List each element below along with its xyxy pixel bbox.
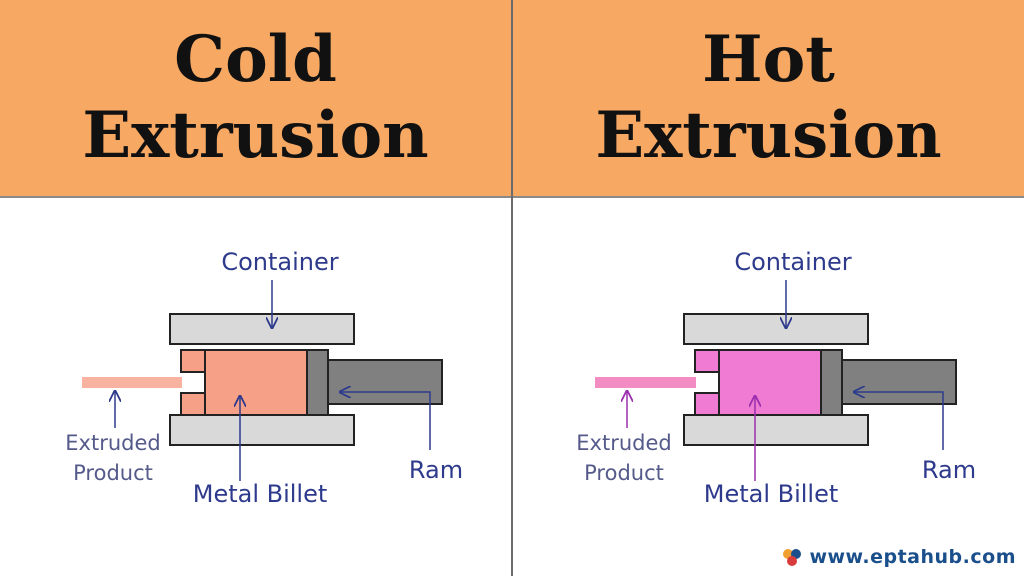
- watermark-text[interactable]: www.eptahub.com: [809, 546, 1016, 568]
- ram-head: [820, 349, 843, 416]
- hot-extrusion-header: Hot Extrusion: [513, 0, 1024, 198]
- metal-billet: [204, 349, 308, 416]
- cold-title-line2: Extrusion: [82, 98, 429, 173]
- ram-label: Ram: [922, 456, 976, 484]
- hot-title-line2: Extrusion: [595, 98, 942, 173]
- panel-divider: [511, 0, 513, 576]
- metal-billet: [718, 349, 822, 416]
- eptahub-logo-icon: [783, 549, 802, 566]
- hot-extrusion-title: Hot Extrusion: [595, 22, 941, 174]
- container-label: Container: [734, 248, 851, 276]
- hot-extrusion-diagram: Container Extruded Product Metal Billet …: [576, 248, 976, 508]
- cold-extrusion-diagram: Container Extruded Product Metal Billet …: [65, 248, 463, 508]
- hot-extrusion-panel: Hot Extrusion Container Extruded Product…: [513, 0, 1024, 576]
- container-bottom: [169, 414, 355, 446]
- extruded-product: [82, 377, 182, 388]
- eptahub-watermark: www.eptahub.com: [781, 544, 1016, 570]
- ram-rod: [327, 359, 443, 405]
- die-top: [180, 349, 206, 373]
- extruded-product: [595, 377, 696, 388]
- container-bottom: [683, 414, 869, 446]
- ram-rod: [841, 359, 957, 405]
- ram-label: Ram: [409, 456, 463, 484]
- extruded-label-line1: Extruded: [65, 431, 160, 455]
- container-label: Container: [221, 248, 338, 276]
- billet-label: Metal Billet: [704, 480, 839, 508]
- cold-extrusion-header: Cold Extrusion: [0, 0, 511, 198]
- ram-head: [306, 349, 329, 416]
- ram-arrow: [854, 392, 944, 450]
- billet-label: Metal Billet: [193, 480, 328, 508]
- hot-title-line1: Hot: [702, 22, 835, 97]
- extruded-label-line2: Product: [584, 461, 664, 485]
- die-bottom: [180, 392, 206, 416]
- ram-arrow: [340, 392, 431, 450]
- cold-extrusion-title: Cold Extrusion: [82, 22, 428, 174]
- cold-extrusion-panel: Cold Extrusion Container Extruded Produc…: [0, 0, 511, 576]
- container-top: [683, 313, 869, 345]
- extruded-label-line2: Product: [73, 461, 153, 485]
- die-top: [694, 349, 720, 373]
- die-bottom: [694, 392, 720, 416]
- extruded-label-line1: Extruded: [576, 431, 671, 455]
- container-top: [169, 313, 355, 345]
- cold-title-line1: Cold: [174, 22, 337, 97]
